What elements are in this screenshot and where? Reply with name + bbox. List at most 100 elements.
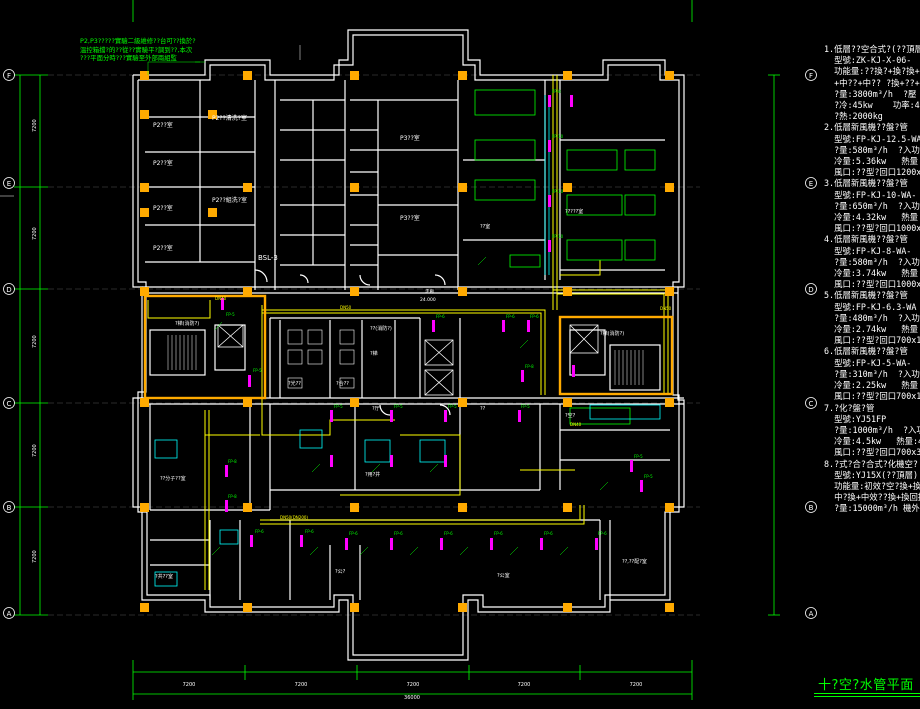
schedule-note-line: 型號:YJ15X(??頂層) [824, 469, 919, 480]
grid-bubble-left-E: E [3, 177, 15, 189]
room-label-p2b: P2??室 [153, 159, 173, 167]
air-handling-units [474, 89, 656, 425]
svg-text:FP-6: FP-6 [506, 314, 515, 319]
room-label-room-e: ?共??室 [155, 573, 173, 580]
schedule-note-line: ?量:580m³/h ?入功率 [824, 144, 920, 155]
schedule-note-line: 中?換+中效??換+換回換 [824, 492, 920, 503]
schedule-note-line: 冷量:3.74kw 熱量:3 [824, 268, 920, 279]
svg-text:FP-6: FP-6 [255, 529, 264, 534]
svg-text:FP-5: FP-5 [634, 454, 643, 459]
room-label-room-b: ??分子??室 [160, 475, 186, 482]
svg-text:D: D [808, 286, 813, 294]
room-label-room-d: ?用?井 [365, 471, 380, 478]
room-label-wc: ?梯 [370, 350, 378, 357]
grid-bubble-left-F: F [3, 69, 15, 81]
room-label-stair2: ?梯(消防?) [600, 330, 624, 337]
grid-bubble-left-B: B [3, 501, 15, 513]
room-label-lab3: ?合?? [336, 380, 349, 387]
room-label-lobby: ?光?? [288, 380, 301, 387]
svg-text:DN40: DN40 [215, 296, 227, 301]
toilet-fixtures [287, 329, 355, 389]
schedule-note-line: 型號:FP-KJ-10-WA- [824, 189, 917, 200]
svg-text:FP-6: FP-6 [436, 314, 445, 319]
grid-bubble-left-D: D [3, 283, 15, 295]
svg-text:DN50: DN50 [660, 306, 672, 311]
dim-bottom-2: 7200 [295, 682, 308, 688]
duct-size-labels: DN50 DN50(DN200) DN40 DN50 DN40 [215, 296, 672, 520]
core-outline [143, 294, 674, 400]
dim-left-5: 7200 [32, 550, 38, 563]
schedule-note-line: 功能量:初效?空?換+換?過+ [834, 480, 920, 491]
svg-text:FP-5: FP-5 [334, 404, 343, 409]
dim-left-3: 7200 [32, 335, 38, 348]
right-dimension-lines [768, 74, 780, 616]
svg-text:B: B [7, 504, 12, 512]
svg-text:FP-6: FP-6 [349, 531, 358, 536]
elevation-value: 24.000 [420, 297, 436, 303]
schedule-note-line: ?量:580m³/h ?入功率 [824, 256, 920, 267]
svg-text:FP-8: FP-8 [525, 364, 534, 369]
schedule-note-line: 8.?式?合?合式?化機空? [824, 458, 918, 469]
svg-text:E: E [809, 180, 813, 188]
svg-text:DN50(DN200): DN50(DN200) [280, 515, 308, 520]
schedule-note-line: ?冷:45kw 功率:4 [824, 100, 920, 111]
svg-text:FP-6: FP-6 [444, 531, 453, 536]
svg-text:FP-5: FP-5 [521, 404, 530, 409]
svg-text:A: A [7, 610, 12, 618]
equipment-schedule-notes: 1.低層??空合式?(??頂層X- 型號:ZK-KJ-X-06- 功能量:??換… [824, 44, 920, 514]
room-label-smallroom: ?公? [335, 569, 346, 575]
structural-columns [140, 71, 674, 612]
svg-text:D: D [6, 286, 11, 294]
schedule-note-line: ?熱:2000kg [824, 111, 883, 122]
grid-bubble-right-E: E [805, 177, 817, 189]
room-label-p3b: P3??室 [400, 214, 420, 222]
dim-left-4: 7200 [32, 444, 38, 457]
elevators [217, 324, 599, 396]
schedule-note-line: 型號:FP-KJ-12.5-WA [824, 133, 920, 144]
schedule-note-line: 6.低層新風機??盤?管 [824, 346, 908, 357]
leader-lines [147, 61, 609, 556]
bsl-label: BSL-3 [258, 254, 278, 262]
fan-coil-units [221, 95, 643, 550]
schedule-note-line: ?量:3800m³/h ?壓 [824, 88, 917, 99]
building-walls [132, 29, 685, 661]
grid-bubble-left-C: C [3, 397, 15, 409]
room-labels: P2??室 P2??室 P2??室 P2??室 P2??清洗?室 P2??組洗?… [153, 114, 647, 580]
svg-text:FP-6: FP-6 [394, 531, 403, 536]
svg-text:FP-5: FP-5 [448, 404, 457, 409]
title-underline-2 [814, 696, 920, 697]
schedule-note-line: +中??+中?? ?換+??+ [824, 77, 920, 88]
grid-bubble-right-B: B [805, 501, 817, 513]
svg-text:FP-8: FP-8 [552, 89, 561, 94]
schedule-note-line: 冷量:2.25kw 熱量:3 [824, 380, 920, 391]
svg-text:C: C [809, 400, 814, 408]
svg-text:FP-6: FP-6 [544, 531, 553, 536]
room-label-room-c: ?空? [565, 412, 576, 419]
dim-bottom-1: 7200 [183, 682, 196, 688]
left-dimension-text: 7200 7200 7200 7200 7200 [32, 119, 38, 563]
stair-hatch [167, 45, 644, 385]
schedule-note-line: 風口:??型?回口1000x [824, 223, 920, 234]
svg-text:FP-6: FP-6 [305, 529, 314, 534]
dim-bottom-total: 36000 [404, 695, 420, 701]
corridor-label: 走廊 [425, 288, 434, 295]
schedule-note-line: ?量:480m³/h ?入功率 [824, 312, 920, 323]
schedule-note-line: 冷量:4.32kw 熱量:4 [824, 212, 920, 223]
svg-text:E: E [7, 180, 11, 188]
dim-bottom-5: 7200 [630, 682, 643, 688]
grid-bubble-right-A: A [805, 607, 817, 619]
schedule-note-line: 2.低層新風機??盤?管 [824, 122, 908, 133]
schedule-note-line: ?量:15000m³/h 機外余? [834, 503, 920, 514]
room-label-p2d: P2??室 [153, 244, 173, 252]
schedule-note-line: 型號:YJ51FP [824, 413, 887, 424]
svg-text:FP-10: FP-10 [552, 134, 564, 139]
dim-left-2: 7200 [32, 227, 38, 240]
svg-text:A: A [809, 610, 814, 618]
schedule-note-line: 風口:??型?回口1000x [824, 279, 920, 290]
room-label-p3a: P3??室 [400, 134, 420, 142]
room-label-equip: ?? [480, 406, 486, 412]
schedule-note-line: 4.低層新風機??盤?管 [824, 234, 908, 245]
schedule-note-line: 5.低層新風機??盤?管 [824, 290, 908, 301]
room-label-bigroom: ?公室 [497, 572, 510, 579]
room-label-office2: ??,??配?室 [622, 558, 647, 565]
